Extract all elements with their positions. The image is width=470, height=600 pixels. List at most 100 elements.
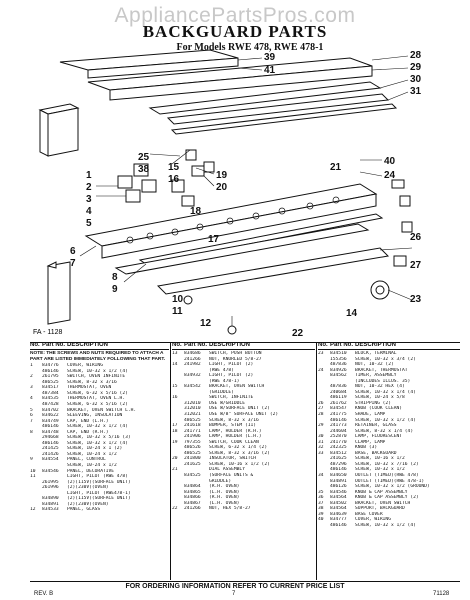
callout-3: 3	[86, 194, 92, 205]
illus-no: 13	[172, 351, 178, 356]
description: NUT, 10-32 HEX (4)	[355, 384, 405, 390]
description: (2)(230V)(OVEN)	[67, 485, 109, 491]
callout-19: 19	[216, 170, 228, 181]
description: KNOB & CAP ASSEMBLY	[355, 489, 408, 495]
callout-17: 17	[208, 234, 220, 245]
description: SCREW, 8-32 x 3/16	[67, 379, 117, 385]
description: USE W/SURFACE UNIT (2)	[209, 406, 270, 412]
description: GRIDDLE)	[209, 478, 232, 484]
callout-6: 6	[70, 246, 76, 257]
part-no: 834890	[42, 496, 59, 502]
illus-no: 7	[30, 418, 33, 424]
callout-20: 20	[216, 182, 228, 193]
description: SCREW, 8-32 x 3/16	[209, 417, 259, 423]
callout-21: 21	[330, 162, 342, 173]
part-no: 261762	[330, 400, 347, 406]
table-row: SCREW, 10-24 x 1/2	[30, 463, 169, 469]
part-no: 241266	[184, 506, 201, 512]
part-no: 834547	[330, 406, 347, 412]
part-no: 834554	[42, 457, 59, 463]
description: SCREW, 8-32 x 1/4 (4)	[355, 428, 414, 434]
illus-no: 9	[30, 457, 33, 463]
part-no: 487836	[330, 384, 347, 390]
ordering-footer: FOR ORDERING INFORMATION REFER TO CURREN…	[125, 583, 345, 590]
description: SCREW, 10-24 x 1 (2)	[67, 446, 123, 452]
description: STRIPPING (2)	[355, 400, 391, 406]
part-no: 486526	[184, 445, 201, 451]
description: SCREW, 10-32 x 1/2 (4)	[67, 424, 128, 430]
part-no: 834749	[42, 418, 59, 424]
callout-41: 41	[264, 65, 276, 76]
part-no: 834866	[184, 495, 201, 501]
callout-2: 2	[86, 182, 92, 193]
description: SWITCH, OVEN INFINITE	[67, 374, 126, 380]
table-row: 834890(2)(115V)(SURFACE UNIT)	[30, 496, 169, 502]
table-header: No.Part No.DESCRIPTION	[172, 342, 315, 350]
illus-no: 5	[30, 407, 33, 413]
part-no: 486146	[42, 440, 59, 446]
part-no: 312010	[184, 406, 201, 412]
description: OUTLET (TIMED)(RWE 478)	[355, 473, 419, 479]
illus-no: 40	[318, 517, 324, 523]
callout-30: 30	[410, 74, 422, 85]
illus-no: 32	[318, 445, 324, 451]
illus-no: 30	[318, 434, 324, 440]
illus-no: 6	[30, 413, 33, 419]
description: CAP, END (R.H.)	[67, 429, 109, 435]
part-no: 834512	[330, 450, 347, 456]
description: BRACKET, OVEN SWITCH	[355, 500, 411, 506]
part-no: 261995	[42, 479, 59, 485]
illus-no: 14	[172, 362, 178, 368]
description: BRACKET, OVEN SWITCH L.H.	[67, 407, 137, 413]
part-no: 834650	[330, 473, 347, 479]
callout-22: 22	[292, 328, 304, 339]
illus-no: 15	[172, 384, 178, 390]
description: (L.H. OVEN)	[209, 500, 240, 506]
watermark: AppliancePartsPros.com	[114, 4, 356, 27]
description: (2)(230V)(OVEN)	[67, 501, 109, 507]
illus-no: 21	[172, 467, 178, 473]
table-row: 834865(L.H. OVEN)	[172, 490, 315, 496]
illus-no: 12	[30, 507, 36, 513]
illus-no: 29	[318, 423, 324, 429]
part-no: 834891	[330, 478, 347, 484]
part-no: 312010	[184, 400, 201, 406]
part-no: 834502	[330, 500, 347, 506]
description: USE W/8" SURFACE UNIT (2)	[209, 412, 279, 418]
part-no: 486126	[330, 484, 347, 490]
illus-no: 4	[30, 396, 33, 402]
table-row: 834891(2)(230V)(OVEN)	[30, 502, 169, 508]
description: SCREW, 10-16 x 1/2 (2)	[209, 461, 270, 467]
table-row: GRIDDLE)	[172, 479, 315, 485]
part-no: 834926	[330, 367, 347, 373]
description: SCREW, 10-32 x 1/4 (4)	[355, 389, 416, 395]
illus-no: 2	[30, 374, 33, 380]
illus-no: 28	[318, 412, 324, 418]
illus-no: 19	[172, 439, 178, 445]
illus-no: 24	[318, 367, 324, 373]
part-no: 834546	[42, 468, 59, 474]
description: KNOB & CAP ASSEMBLY (2)	[355, 495, 419, 501]
parts-table-col-1: No.Part No.DESCRIPTION NOTE: THE SCREWS …	[30, 342, 169, 580]
description: (R.H. OVEN)	[209, 495, 240, 501]
